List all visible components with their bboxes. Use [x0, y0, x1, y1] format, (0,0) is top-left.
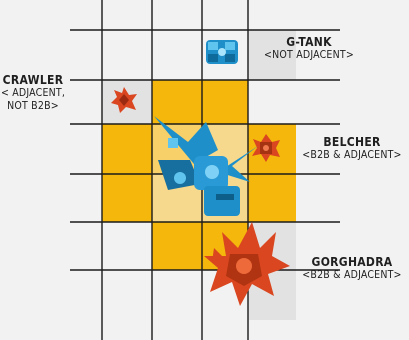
gorghadra-label: GORGHADRA <B2B & ADJACENT>	[296, 256, 408, 282]
blue-tank-icon[interactable]	[206, 40, 238, 64]
belcher-label-note: <B2B & ADJACENT>	[296, 149, 408, 162]
gorghadra-label-note: <B2B & ADJACENT>	[296, 269, 408, 282]
adjacent-cell	[248, 174, 296, 222]
adjacent-cell	[152, 80, 202, 124]
gtank-label-note: <NOT ADJACENT>	[254, 49, 364, 62]
belcher-label-name: BELCHER	[296, 136, 408, 149]
adjacent-cell	[152, 222, 202, 270]
crawler-label-note-2: NOT B2B>	[0, 100, 66, 113]
gorghadra-label-name: GORGHADRA	[296, 256, 408, 269]
adjacent-cell	[102, 124, 152, 174]
belcher-label: BELCHER <B2B & ADJACENT>	[296, 136, 408, 162]
adjacent-cell	[202, 80, 248, 124]
gtank-label: G-TANK <NOT ADJACENT>	[254, 36, 364, 62]
gtank-label-name: G-TANK	[254, 36, 364, 49]
crawler-label: CRAWLER < ADJACENT, NOT B2B>	[0, 74, 66, 113]
crawler-label-name: CRAWLER	[0, 74, 66, 87]
adjacent-cell	[102, 174, 152, 222]
crawler-label-note-1: < ADJACENT,	[0, 87, 66, 100]
